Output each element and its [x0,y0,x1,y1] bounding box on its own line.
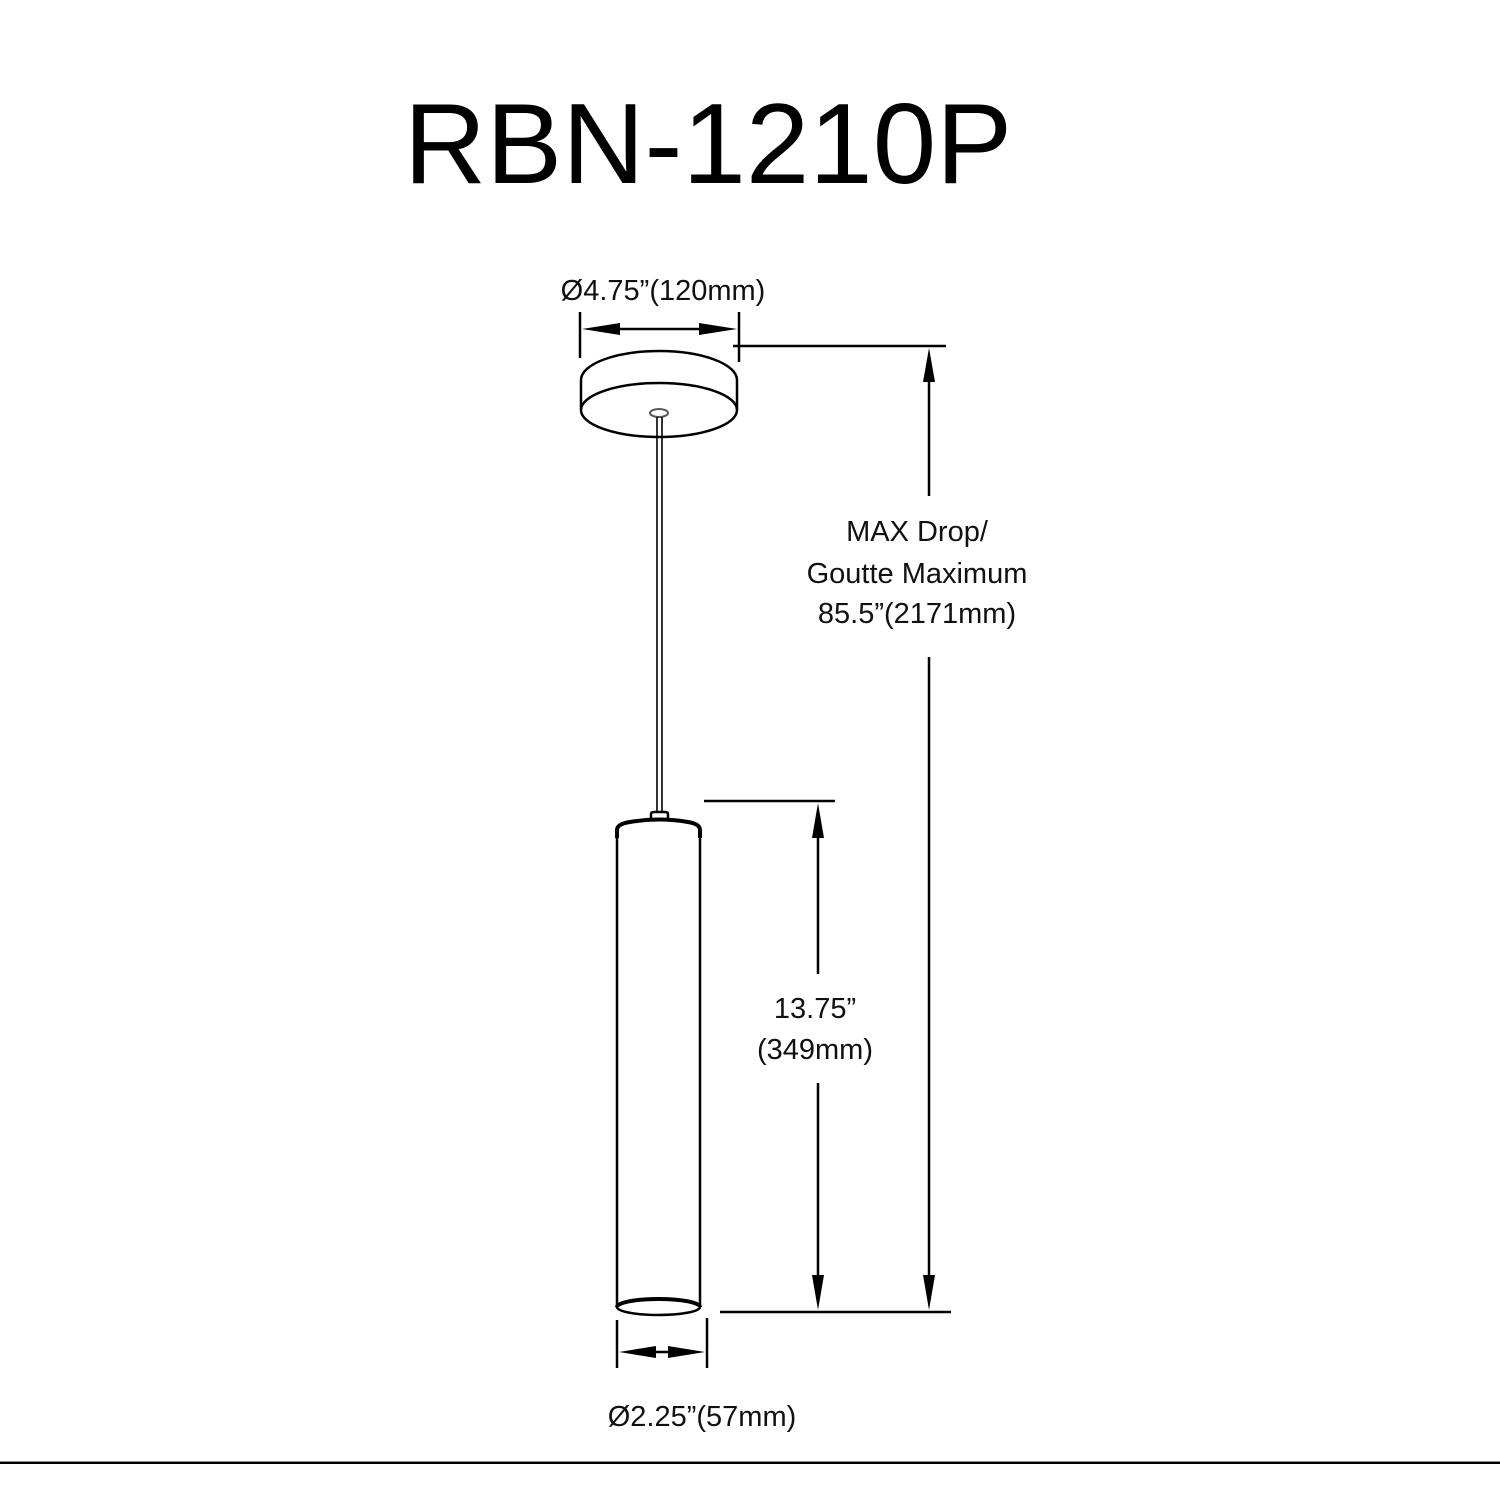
shade-height-label-mm: (349mm) [757,1034,873,1066]
canopy-bottom-face [579,381,739,439]
arrow-left-icon [619,1346,656,1358]
arrow-up-icon [812,803,824,838]
arrow-right-icon [699,323,737,335]
max-drop-dimension [733,344,946,1310]
shade-bottom-rim-back [615,1297,702,1308]
cylinder-shade [615,810,702,1317]
shade-top-cap [615,817,702,838]
arrow-down-icon [923,1275,935,1310]
suspension-cord [656,417,663,812]
shade-height-label-inches: 13.75” [774,993,856,1025]
shade-diameter-label: Ø2.25”(57mm) [608,1401,797,1433]
canopy-diameter-dimension [578,312,741,362]
arrow-left-icon [582,323,620,335]
canopy-diameter-label: Ø4.75”(120mm) [561,275,766,307]
canopy [579,349,739,439]
max-drop-label-line1: MAX Drop/ [846,516,989,548]
model-title: RBN-1210P [404,81,1012,208]
shade-diameter-dimension [615,1318,709,1368]
shade-bottom-rim-front [615,1306,702,1317]
canopy-top-edge [579,349,739,381]
arrow-up-icon [923,348,935,382]
max-drop-label-line2: Goutte Maximum [807,558,1028,590]
arrow-down-icon [812,1275,824,1310]
max-drop-label-line3: 85.5”(2171mm) [818,598,1016,630]
arrow-right-icon [668,1346,705,1358]
cord-grip [649,408,669,418]
shade-height-dimension [704,799,951,1314]
